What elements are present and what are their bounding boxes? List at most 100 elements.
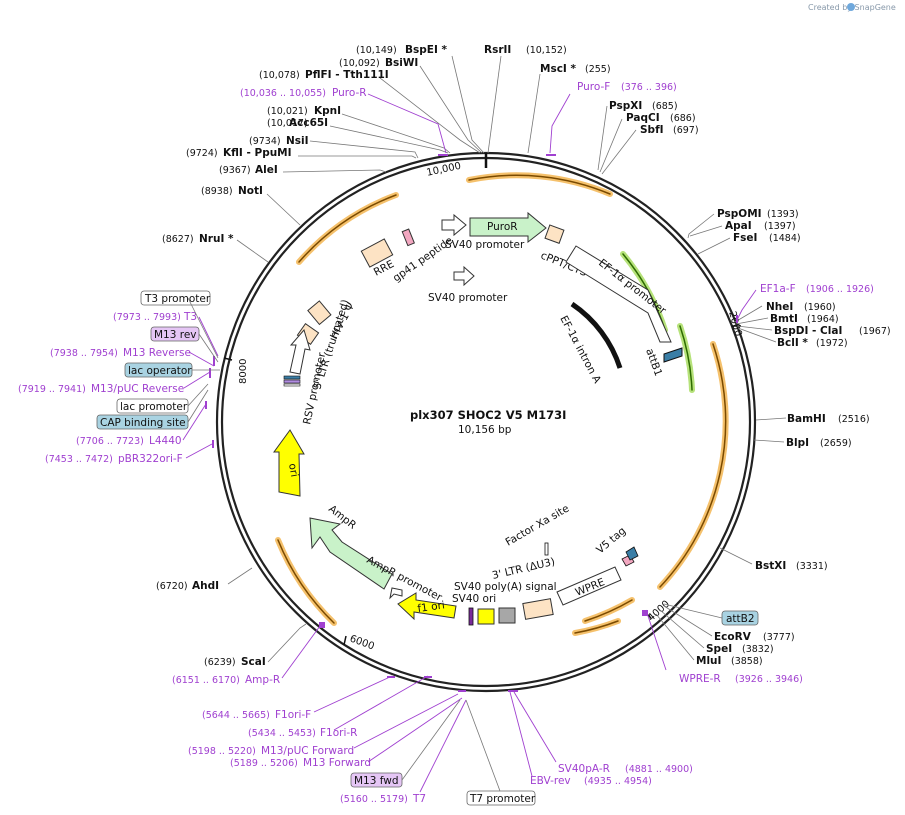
site-pos-pspxi: (685): [652, 101, 678, 112]
primer-name-sv40pa-r: SV40pA-R: [558, 763, 610, 775]
amp-r-marker: [319, 622, 325, 628]
primer-pos-ef1a-f: (1906 .. 1926): [806, 284, 874, 295]
ltr3-box: [522, 598, 554, 620]
primer-name-ef1a-f: EF1a-F: [760, 283, 796, 295]
site-pos-pflfi: (10,078): [259, 70, 300, 81]
hiv-psi-box: [307, 300, 332, 326]
primer-pos-m13-forward: (5189 .. 5206): [230, 758, 298, 769]
snapgene-logo-icon: [847, 3, 855, 11]
sv40ori-mark: [468, 607, 474, 626]
gp41-box: [401, 228, 415, 247]
f1ori-r-marker: [424, 676, 432, 678]
site-pos-fsei: (1484): [769, 233, 801, 244]
cppt-box: [544, 224, 565, 244]
site-name-bamhi: BamHI: [787, 413, 826, 425]
site-pos-kfli: (9724): [186, 148, 218, 159]
site-pos-nsii: (9734): [249, 136, 281, 147]
primer-pos-m13puc-reverse: (7919 .. 7941): [18, 384, 86, 395]
sv40pa-r-marker: [508, 690, 518, 692]
sv40ori-label: SV40 ori: [452, 593, 496, 605]
site-name-nrui: NruI *: [199, 233, 234, 245]
site-name-ecorv: EcoRV: [714, 631, 752, 643]
rsv-promoter-arrow: [289, 328, 311, 375]
ef1a-promoter-arrow: [565, 245, 672, 343]
site-pos-ecorv: (3777): [763, 632, 795, 643]
lac-mark-3: [283, 383, 301, 387]
primer-name-t3: T3: [183, 311, 197, 323]
site-pos-bmti: (1964): [807, 314, 839, 325]
v5tag-teal: [625, 546, 639, 561]
cap-site-text: CAP binding site: [100, 417, 186, 429]
site-pos-bcli: (1972): [816, 338, 848, 349]
site-pos-spei: (3832): [742, 644, 774, 655]
ampr-promoter-arrow: [389, 587, 403, 600]
primer-leaders: [182, 93, 757, 793]
primer-pos-f1ori-f: (5644 .. 5665): [202, 710, 270, 721]
m13-fwd-text: M13 fwd: [354, 775, 399, 787]
primer-markers: [205, 154, 738, 692]
site-name-nhei: NheI: [766, 301, 793, 313]
lac-promoter-text: lac promoter: [120, 401, 188, 413]
lac-mark-2: [283, 379, 301, 384]
site-name-alei: AleI: [255, 164, 278, 176]
site-name-spei: SpeI: [706, 643, 732, 655]
primer-name-puro-r: Puro-R: [332, 87, 367, 99]
site-name-ahdi: AhdI: [192, 580, 219, 592]
site-pos-pspomi: (1393): [767, 209, 799, 220]
site-pos-paqci: (686): [670, 113, 696, 124]
site-pos-nhei: (1960): [804, 302, 836, 313]
sv40-promoter-1-label: SV40 promoter: [445, 239, 525, 251]
primer-pos-f1ori-r: (5434 .. 5453): [248, 728, 316, 739]
primer-pos-amp-r: (6151 .. 6170): [172, 675, 240, 686]
orf-arc-6: [275, 537, 337, 626]
wpre-box: [556, 566, 622, 606]
pbr322-marker: [212, 440, 214, 448]
tick-6000: [343, 635, 347, 646]
boxed-labels: T3 promoter M13 rev lac operator lac pro…: [96, 290, 759, 806]
puror-arrow: [469, 211, 547, 244]
wpre-r-marker: [642, 610, 648, 616]
primer-pos-puro-r: (10,036 .. 10,055): [240, 88, 326, 99]
site-name-bspdi: BspDI - ClaI: [774, 325, 842, 337]
site-name-kpni: KpnI: [314, 105, 341, 117]
primer-pos-wpre-r: (3926 .. 3946): [735, 674, 803, 685]
site-pos-bspdi: (1967): [859, 326, 891, 337]
t7-promoter-text: T7 promoter: [469, 793, 536, 805]
primer-name-puro-f: Puro-F: [577, 81, 610, 93]
primer-pos-puro-f: (376 .. 396): [621, 82, 677, 93]
site-pos-bamhi: (2516): [838, 414, 870, 425]
site-labels: (10,149) BspEI * (10,092) BsiWI (10,078)…: [156, 44, 891, 668]
f1ori-arrow: [397, 592, 457, 621]
primer-name-f1ori-f: F1ori-F: [275, 709, 311, 721]
site-pos-bsiwi: (10,092): [339, 58, 380, 69]
tick-8000: [223, 357, 233, 361]
primer-pos-pbr322: (7453 .. 7472): [45, 454, 113, 465]
puror-label: PuroR: [487, 221, 518, 233]
l4440-marker: [205, 401, 207, 409]
site-name-acc65i: Acc65I: [289, 117, 328, 129]
primer-labels: (10,036 .. 10,055) Puro-R Puro-F (376 ..…: [18, 81, 874, 805]
attb1-mark: [663, 347, 683, 363]
site-name-bspei: BspEI *: [405, 44, 448, 56]
orf-arc-green-2: [677, 323, 695, 393]
ampr-arrow: [309, 517, 393, 590]
site-pos-rsrii: (10,152): [526, 45, 567, 56]
primer-name-m13-reverse: M13 Reverse: [123, 347, 191, 359]
primer-name-f1ori-r: F1ori-R: [320, 727, 357, 739]
factor-xa-mark: [544, 542, 549, 556]
primer-name-amp-r: Amp-R: [245, 674, 280, 686]
primer-name-m13puc-reverse: M13/pUC Reverse: [91, 383, 184, 395]
f1ori-label: f1 ori: [417, 599, 446, 615]
primer-name-m13-forward: M13 Forward: [303, 757, 371, 769]
site-name-bsiwi: BsiWI: [385, 57, 418, 69]
lac-cluster-marks: [283, 375, 301, 387]
t7-promoter-box: [466, 790, 536, 806]
site-name-sbfi: SbfI: [640, 124, 664, 136]
m13-rev-text: M13 rev: [154, 329, 197, 341]
ltr3-label: 3' LTR (ΔU3): [491, 556, 556, 582]
primer-name-wpre-r: WPRE-R: [679, 673, 721, 685]
m13puc-rev-marker: [209, 368, 211, 378]
site-name-apai: ApaI: [725, 220, 752, 232]
lac-operator-text: lac operator: [128, 365, 192, 377]
